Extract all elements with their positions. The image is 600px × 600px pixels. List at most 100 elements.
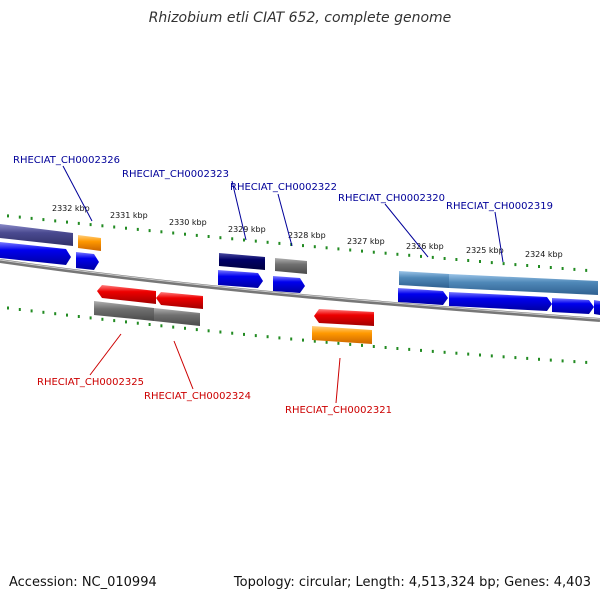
minor-tick <box>361 249 363 253</box>
scale-label-2325: 2325 kbp <box>466 246 504 255</box>
minor-tick <box>408 347 411 351</box>
minor-tick <box>101 224 104 228</box>
minor-tick <box>89 316 92 320</box>
minor-tick <box>54 219 57 223</box>
cds-arrow-forward[interactable] <box>594 300 600 315</box>
minor-tick <box>278 241 281 245</box>
minor-tick <box>136 321 139 325</box>
minor-tick <box>349 248 352 252</box>
minor-tick <box>207 329 210 333</box>
cds-arrow-forward[interactable] <box>273 276 305 293</box>
gene-block[interactable] <box>94 301 154 321</box>
minor-tick <box>113 225 116 229</box>
minor-tick <box>207 235 210 238</box>
gene-track-top-outer <box>0 224 598 295</box>
gene-label-rheciat-ch0002322[interactable]: RHECIAT_CH0002322 <box>230 182 337 193</box>
scale-ticks-top <box>7 214 588 272</box>
minor-tick <box>514 263 517 267</box>
minor-tick <box>361 343 363 347</box>
minor-tick <box>42 218 45 222</box>
minor-tick <box>502 262 505 266</box>
minor-tick <box>219 330 222 334</box>
minor-tick <box>195 233 198 237</box>
genome-backbone <box>0 259 600 322</box>
scale-label-2329: 2329 kbp <box>228 225 266 234</box>
minor-tick <box>77 315 80 318</box>
minor-tick <box>384 251 387 255</box>
cds-arrow-forward[interactable] <box>76 252 99 270</box>
minor-tick <box>573 267 576 271</box>
gene-label-rheciat-ch0002323[interactable]: RHECIAT_CH0002323 <box>122 169 229 180</box>
minor-tick <box>349 342 352 346</box>
genome-summary-text: Topology: circular; Length: 4,513,324 bp… <box>233 575 591 590</box>
cds-arrow-forward[interactable] <box>552 298 594 314</box>
minor-tick <box>313 339 316 343</box>
minor-tick <box>148 323 151 326</box>
minor-tick <box>420 348 422 352</box>
gene-label-rheciat-ch0002321[interactable]: RHECIAT_CH0002321 <box>285 405 392 416</box>
cds-arrow-forward[interactable] <box>218 270 263 288</box>
minor-tick <box>372 250 375 254</box>
gene-label-rheciat-ch0002326[interactable]: RHECIAT_CH0002326 <box>13 155 120 166</box>
minor-tick <box>325 340 328 344</box>
gene-track-bottom <box>94 285 374 344</box>
cds-arrow-forward[interactable] <box>449 292 552 311</box>
gene-block[interactable] <box>154 308 200 326</box>
gene-block[interactable] <box>0 224 73 246</box>
minor-tick <box>160 230 163 234</box>
minor-tick <box>431 255 434 259</box>
minor-tick <box>372 345 375 348</box>
gene-block[interactable] <box>312 326 372 344</box>
scale-label-2328: 2328 kbp <box>288 231 326 240</box>
minor-tick <box>136 227 139 231</box>
minor-tick <box>443 257 446 260</box>
minor-tick <box>490 261 493 265</box>
gene-label-rheciat-ch0002324[interactable]: RHECIAT_CH0002324 <box>144 391 251 402</box>
minor-tick <box>384 346 387 349</box>
minor-tick <box>160 324 163 328</box>
minor-tick <box>302 338 304 342</box>
minor-tick <box>585 360 588 364</box>
minor-tick <box>231 237 234 241</box>
minor-tick <box>254 239 257 243</box>
minor-tick <box>266 335 269 339</box>
minor-tick <box>219 236 222 240</box>
scale-label-2327: 2327 kbp <box>347 237 385 246</box>
minor-tick <box>561 359 564 363</box>
cds-arrow-forward[interactable] <box>398 288 448 305</box>
cds-arrow-reverse[interactable] <box>97 285 156 304</box>
minor-tick <box>420 254 422 258</box>
gene-block[interactable] <box>219 253 265 270</box>
minor-tick <box>266 240 269 244</box>
minor-tick <box>479 260 481 263</box>
minor-tick <box>66 313 68 317</box>
minor-tick <box>101 317 104 321</box>
minor-tick <box>490 354 493 358</box>
minor-tick <box>172 325 175 329</box>
scale-ticks-bottom <box>7 306 588 364</box>
minor-tick <box>455 258 458 261</box>
minor-tick <box>549 266 552 269</box>
gene-label-rheciat-ch0002325[interactable]: RHECIAT_CH0002325 <box>37 377 144 388</box>
minor-tick <box>526 356 529 360</box>
minor-tick <box>184 326 186 330</box>
minor-tick <box>18 215 21 219</box>
gene-block[interactable] <box>399 271 449 288</box>
cds-arrow-reverse[interactable] <box>156 292 203 309</box>
scale-label-2326: 2326 kbp <box>406 242 444 251</box>
minor-tick <box>538 357 540 361</box>
minor-tick <box>325 246 328 250</box>
cds-arrow-reverse[interactable] <box>314 309 374 326</box>
minor-tick <box>479 353 481 357</box>
minor-tick <box>585 268 588 272</box>
gene-label-rheciat-ch0002320[interactable]: RHECIAT_CH0002320 <box>338 193 445 204</box>
minor-tick <box>514 356 517 360</box>
gene-block[interactable] <box>449 274 598 295</box>
minor-tick <box>431 349 434 353</box>
gene-block[interactable] <box>275 258 307 274</box>
minor-tick <box>254 334 257 338</box>
cds-arrow-forward[interactable] <box>0 242 71 265</box>
gene-block[interactable] <box>78 235 101 251</box>
gene-label-rheciat-ch0002319[interactable]: RHECIAT_CH0002319 <box>446 201 553 212</box>
